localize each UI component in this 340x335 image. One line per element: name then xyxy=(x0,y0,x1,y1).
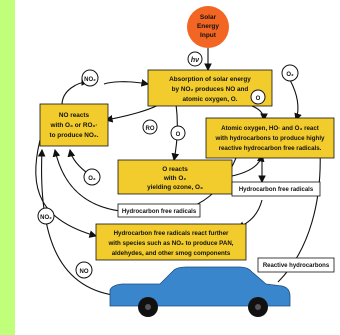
o3-node: O₃ xyxy=(83,168,101,186)
no2-top-node: NO₂ xyxy=(81,69,99,87)
svg-text:NO: NO xyxy=(80,269,89,275)
o-reacts-line1: O reacts xyxy=(162,166,188,173)
arrow-no-reacts-to-no2 xyxy=(61,78,90,106)
svg-text:Hydrocarbon free radicals: Hydrocarbon free radicals xyxy=(239,187,314,193)
svg-text:O: O xyxy=(176,132,181,138)
svg-text:Reactive hydrocarbons: Reactive hydrocarbons xyxy=(263,263,330,269)
o-reacts-line3: yielding ozone, O₃ xyxy=(147,184,203,191)
hv-label: hν xyxy=(191,57,199,64)
no2-left-node: NO₂ xyxy=(37,207,55,225)
absorption-line3: atomic oxygen, O. xyxy=(182,96,237,103)
atomic-oxygen-line1: Atomic oxygen, HO· and O₃ react xyxy=(221,125,319,132)
svg-text:Hydrocarbon free radicals: Hydrocarbon free radicals xyxy=(122,209,197,215)
arrow-no2-to-absorption xyxy=(103,79,150,87)
absorption-line2: by NO₂ produces NO and xyxy=(172,86,249,93)
atomic-oxygen-line3: reactive hydrocarbon free radicals. xyxy=(219,145,322,152)
sun-label-line3: Input xyxy=(200,32,217,39)
arrow-o2-to-atomic-oxygen xyxy=(289,79,302,122)
o-reacts-box: O reacts with O₂ yielding ozone, O₃ xyxy=(117,159,233,195)
svg-text:O₃: O₃ xyxy=(88,176,96,182)
free-radicals-box: Hydrocarbon free radicals react further … xyxy=(95,223,247,261)
solar-energy-input: Solar Energy Input xyxy=(187,6,229,48)
svg-text:O₂: O₂ xyxy=(286,72,294,78)
o-right-node: O xyxy=(250,89,266,105)
o-reacts-line2: with O₂ xyxy=(163,175,187,182)
hc-radicals-left-label: Hydrocarbon free radicals xyxy=(117,203,201,218)
sun-label-line1: Solar xyxy=(200,14,217,21)
atomic-oxygen-box: Atomic oxygen, HO· and O₃ react with hyd… xyxy=(205,117,335,159)
atomic-oxygen-line2: with hydrocarbons to produce highly xyxy=(215,135,326,142)
arrow-absorption-to-no-reacts xyxy=(104,103,161,123)
absorption-line1: Absorption of solar energy xyxy=(169,76,251,83)
o2-node: O₂ xyxy=(281,64,299,82)
svg-text:O: O xyxy=(256,96,261,102)
green-side-strip xyxy=(0,0,15,335)
arrow-car-to-no-reacts xyxy=(37,148,121,297)
no-reacts-line2: with O₃ or RO₂· xyxy=(50,122,98,129)
free-radicals-line1: Hydrocarbon free radicals react further xyxy=(114,230,229,237)
sun-label-line2: Energy xyxy=(197,23,219,30)
reactive-hc-label: Reactive hydrocarbons xyxy=(257,257,335,273)
photon-hv-node: hν xyxy=(187,51,203,67)
no-node: NO xyxy=(75,261,93,279)
svg-text:NO₂: NO₂ xyxy=(40,215,52,221)
o-mid-node: O xyxy=(170,125,186,141)
svg-text:RO: RO xyxy=(146,126,155,132)
no-reacts-line3: to produce NO₂. xyxy=(50,132,99,139)
free-radicals-line2: with species such as NO₂ to produce PAN, xyxy=(107,240,233,247)
hc-radicals-right-label: Hydrocarbon free radicals xyxy=(231,181,321,197)
ro2-node: RO xyxy=(142,119,158,135)
no-reacts-line1: NO reacts xyxy=(59,112,90,119)
free-radicals-line3: aldehydes, and other smog components xyxy=(112,250,231,257)
car-icon xyxy=(109,266,291,317)
no-reacts-box: NO reacts with O₃ or RO₂· to produce NO₂… xyxy=(39,103,109,147)
svg-text:NO₂: NO₂ xyxy=(84,77,96,83)
